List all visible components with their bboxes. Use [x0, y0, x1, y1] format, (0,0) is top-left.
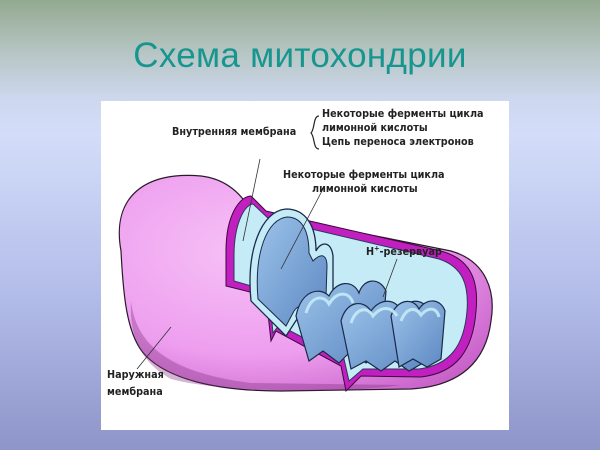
label-h-reservoir: H+-резервуар — [366, 244, 442, 259]
label-inner-membrane: Внутренняя мембрана — [172, 126, 297, 138]
cristae — [295, 280, 446, 372]
label-matrix-line-1: Некоторые ферменты цикла — [283, 169, 445, 181]
label-outer-membrane-line-2: мембрана — [107, 386, 163, 398]
h-reservoir-text: -резервуар — [379, 246, 442, 258]
mitochondrion-diagram: Внутренняя мембрана Некоторые ферменты ц… — [101, 101, 509, 430]
mitochondrion-illustration — [118, 115, 493, 393]
label-inner-membrane-fn-2: лимонной кислоты — [322, 122, 428, 134]
h-charge: + — [374, 244, 380, 253]
slide-title: Схема митохондрии — [133, 36, 467, 75]
label-inner-membrane-fn-1: Некоторые ферменты цикла — [322, 108, 484, 120]
h-symbol: H — [366, 246, 375, 258]
pointer-lines — [136, 158, 398, 370]
label-outer-membrane-line-1: Наружная — [107, 369, 164, 381]
label-matrix-line-2: лимонной кислоты — [312, 183, 418, 195]
label-inner-membrane-fn-3: Цепь переноса электронов — [322, 136, 474, 148]
brace — [310, 115, 320, 150]
